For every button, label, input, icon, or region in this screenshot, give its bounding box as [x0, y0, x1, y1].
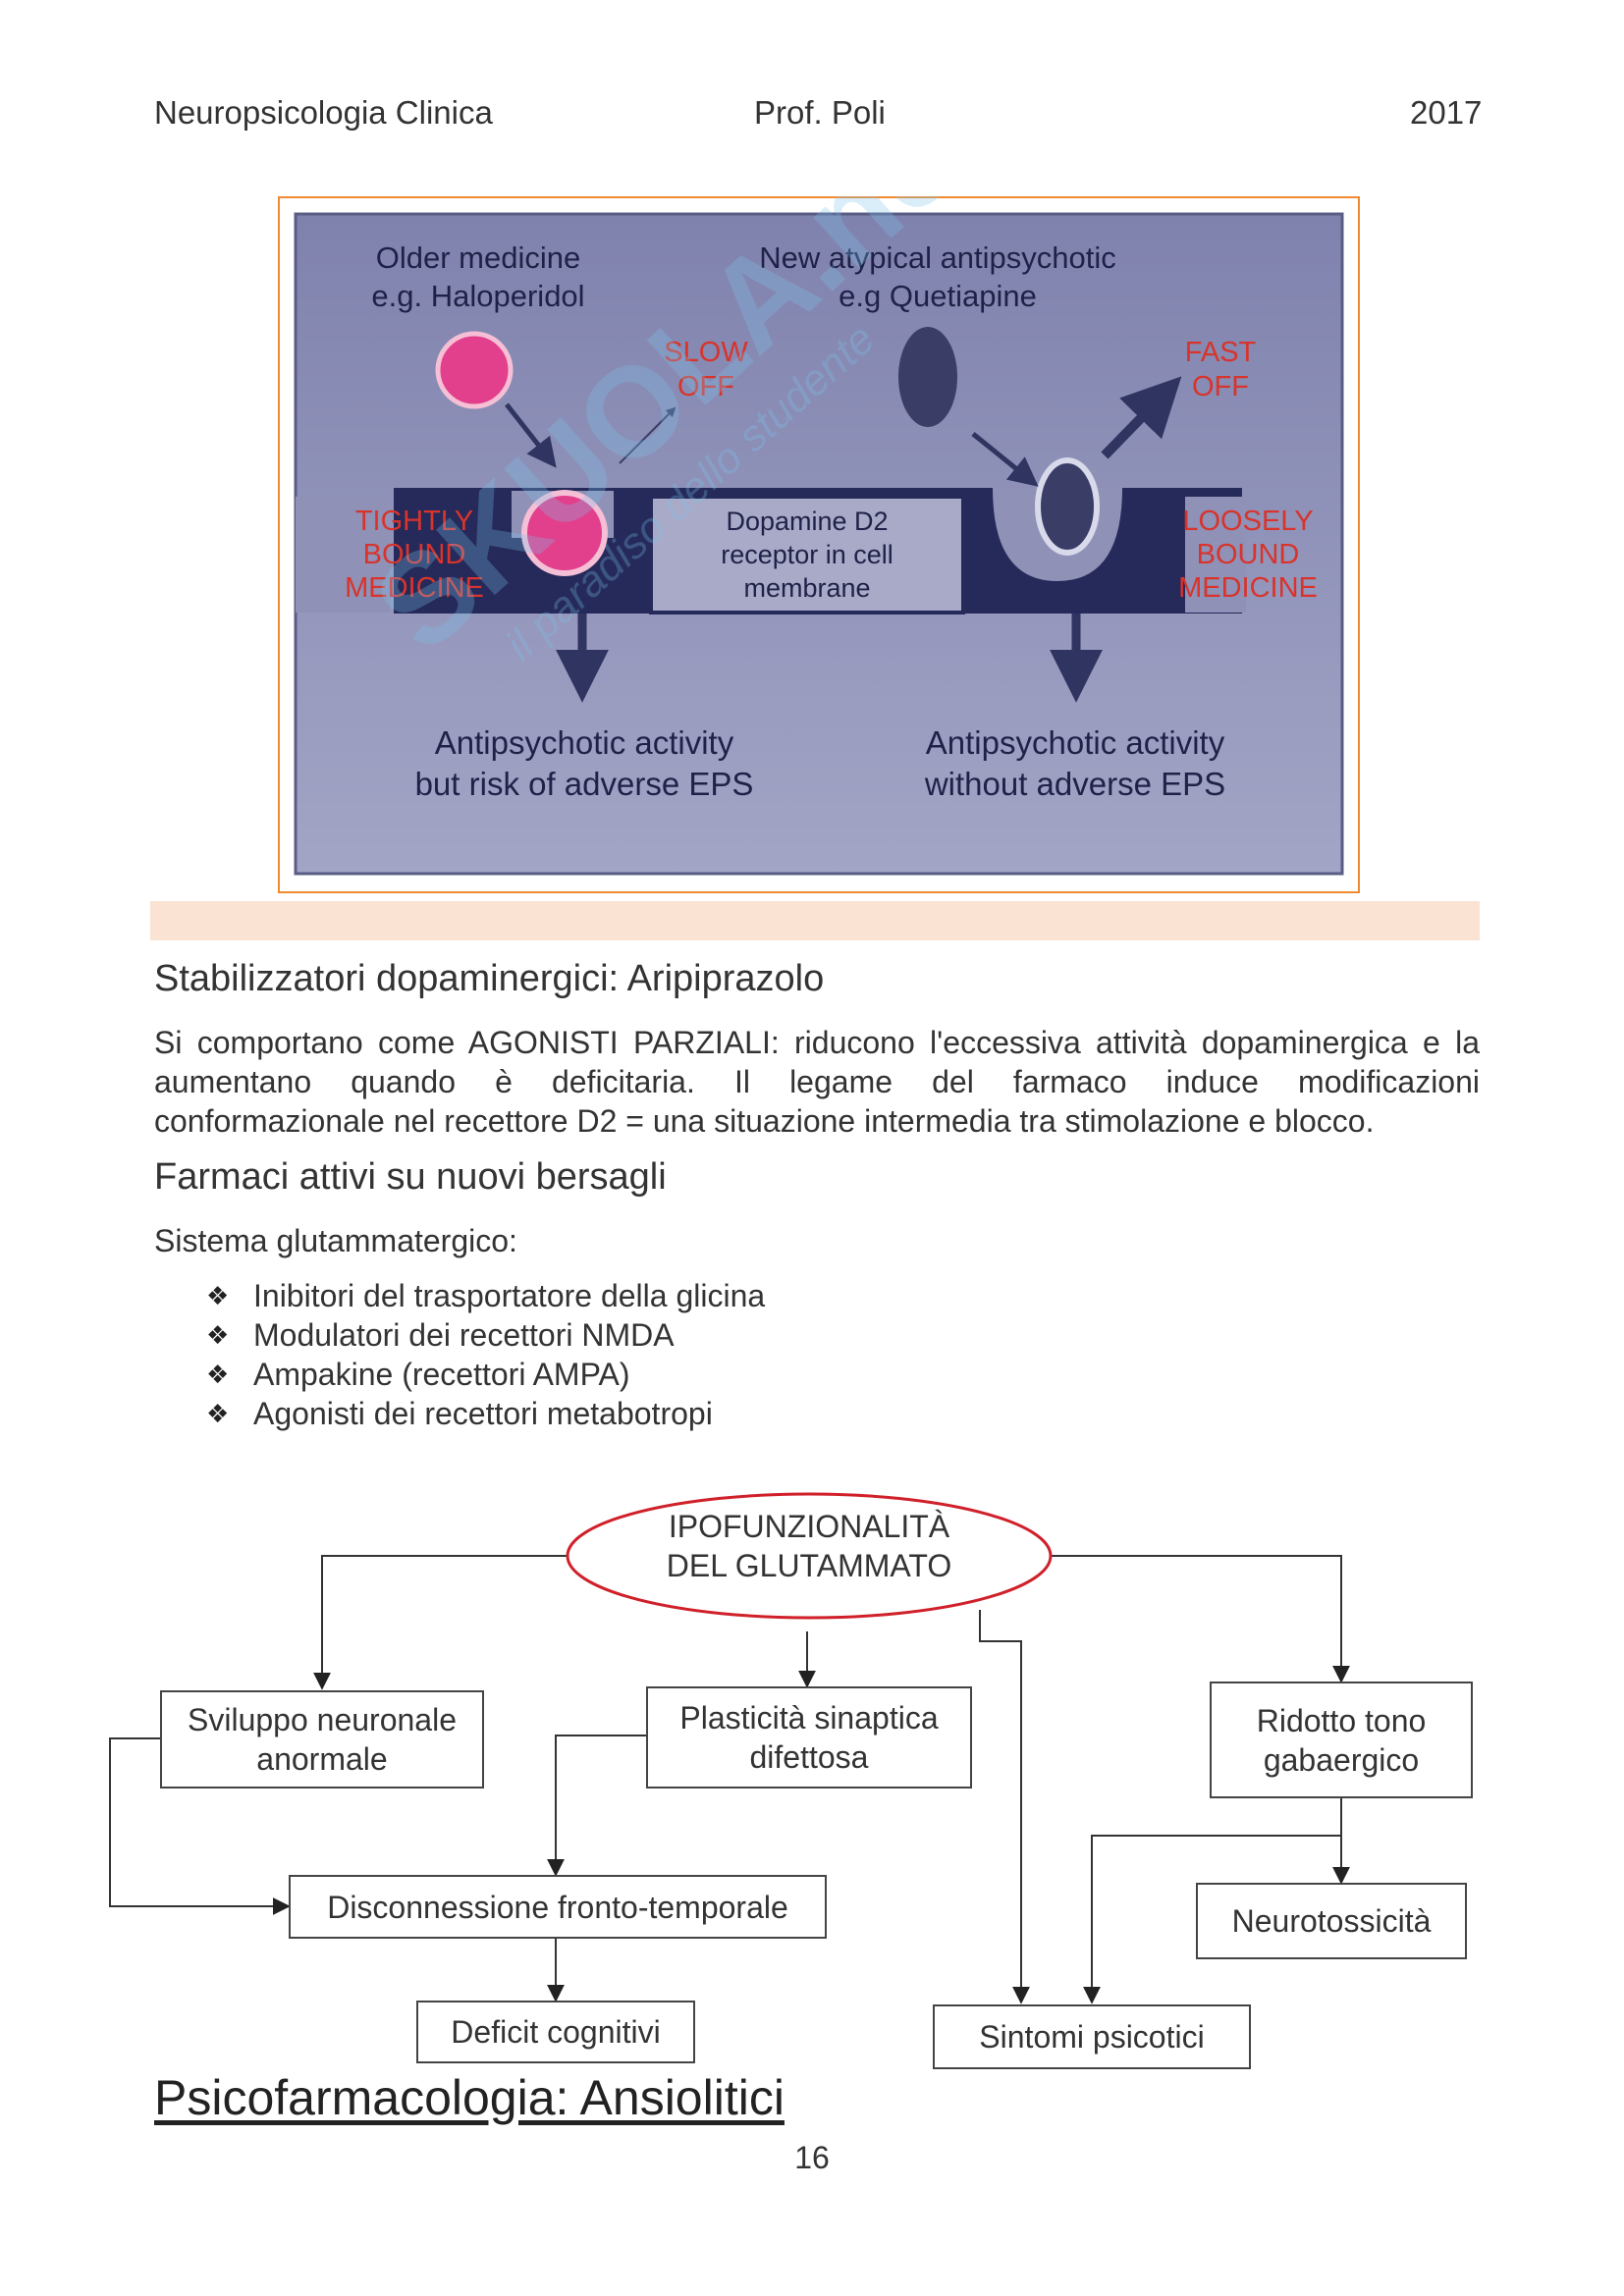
slow-label-1: SLOW — [664, 337, 748, 368]
caption-bar — [150, 901, 1480, 940]
section-title-farmaci: Farmaci attivi su nuovi bersagli — [154, 1156, 667, 1198]
diamond-bullet-icon: ❖ — [206, 1360, 230, 1389]
older-label-1: Older medicine — [376, 240, 580, 275]
slow-off-arrow — [619, 406, 677, 464]
bound-haloperidol — [521, 490, 608, 576]
list-item: ❖Agonisti dei recettori metabotropi — [206, 1396, 713, 1431]
diamond-bullet-icon: ❖ — [206, 1281, 230, 1310]
loose-label-1: LOOSELY — [1182, 506, 1313, 537]
list-item: ❖Inibitori del trasportatore della glici… — [206, 1278, 766, 1313]
fast-label-2: OFF — [1192, 371, 1249, 402]
glutamate-system-intro: Sistema glutammatergico: — [154, 1223, 517, 1258]
dopamine-figure: Older medicine e.g. Haloperidol New atyp… — [294, 196, 1344, 876]
tight-label-2: BOUND — [363, 539, 466, 570]
list-item: ❖Ampakine (recettori AMPA) — [206, 1357, 630, 1392]
header-course: Neuropsicologia Clinica — [154, 94, 493, 131]
paragraph-line-3: conformazionale nel recettore D2 = una s… — [154, 1103, 1375, 1139]
header-professor: Prof. Poli — [754, 94, 886, 131]
node-glutamate-hypofunction: IPOFUNZIONALITÀ DEL GLUTAMMATO — [666, 1509, 952, 1583]
bound-quetiapine — [1035, 457, 1100, 556]
node-deficit-cognitivi: Deficit cognitivi — [416, 2001, 695, 2063]
paragraph-line-2: aumentano quando è deficitaria. Il legam… — [154, 1064, 1480, 1099]
edge-plasticita-disconnessione — [547, 1735, 646, 1877]
list-item: ❖Modulatori dei recettori NMDA — [206, 1317, 675, 1353]
edge-root-sviluppo — [313, 1555, 568, 1690]
fast-off-arrow — [1101, 376, 1182, 459]
node-disconnessione: Disconnessione fronto-temporale — [289, 1875, 827, 1939]
receptor-label-1: Dopamine D2 — [726, 507, 888, 536]
binding-arrow-left — [505, 402, 557, 468]
binding-arrow-right — [971, 432, 1039, 487]
edge-root-sintomi — [979, 1610, 1030, 2004]
receptor-box — [649, 495, 965, 614]
section-paragraph: Si comportano come AGONISTI PARZIALI: ri… — [154, 1023, 1480, 1141]
edge-root-ridotto — [1051, 1555, 1350, 1683]
target-list: ❖Inibitori del trasportatore della glici… — [206, 1276, 765, 1433]
receptor-label-2: receptor in cell — [721, 540, 893, 569]
receptor-label-3: membrane — [743, 573, 870, 603]
node-neurotossicita: Neurotossicità — [1196, 1883, 1467, 1959]
right-outcome-2: without adverse EPS — [924, 766, 1225, 802]
older-label-2: e.g. Haloperidol — [371, 279, 584, 313]
loose-label-3: MEDICINE — [1178, 572, 1318, 604]
new-label-1: New atypical antipsychotic — [759, 240, 1116, 275]
page-number: 16 — [794, 2140, 830, 2175]
left-outcome-2: but risk of adverse EPS — [415, 766, 754, 802]
loose-label-2: BOUND — [1197, 539, 1300, 570]
diamond-bullet-icon: ❖ — [206, 1399, 230, 1428]
node-sintomi-psicotici: Sintomi psicotici — [933, 2004, 1251, 2069]
header-year: 2017 — [1410, 94, 1483, 131]
next-section-title: Psicofarmacologia: Ansiolitici — [154, 2070, 785, 2125]
haloperidol-molecule — [435, 331, 514, 409]
right-outcome-1: Antipsychotic activity — [926, 724, 1225, 761]
new-label-2: e.g Quetiapine — [839, 279, 1037, 313]
left-outcome-1: Antipsychotic activity — [435, 724, 734, 761]
tight-label-1: TIGHTLY — [355, 506, 473, 537]
section-title-stabilizzatori: Stabilizzatori dopaminergici: Aripiprazo… — [154, 958, 825, 999]
tight-label-3: MEDICINE — [345, 572, 484, 604]
paragraph-line-1: Si comportano come AGONISTI PARZIALI: ri… — [154, 1025, 1480, 1060]
fast-label-1: FAST — [1185, 337, 1257, 368]
slow-label-2: OFF — [677, 371, 734, 402]
quetiapine-molecule — [898, 327, 957, 427]
diamond-bullet-icon: ❖ — [206, 1320, 230, 1350]
